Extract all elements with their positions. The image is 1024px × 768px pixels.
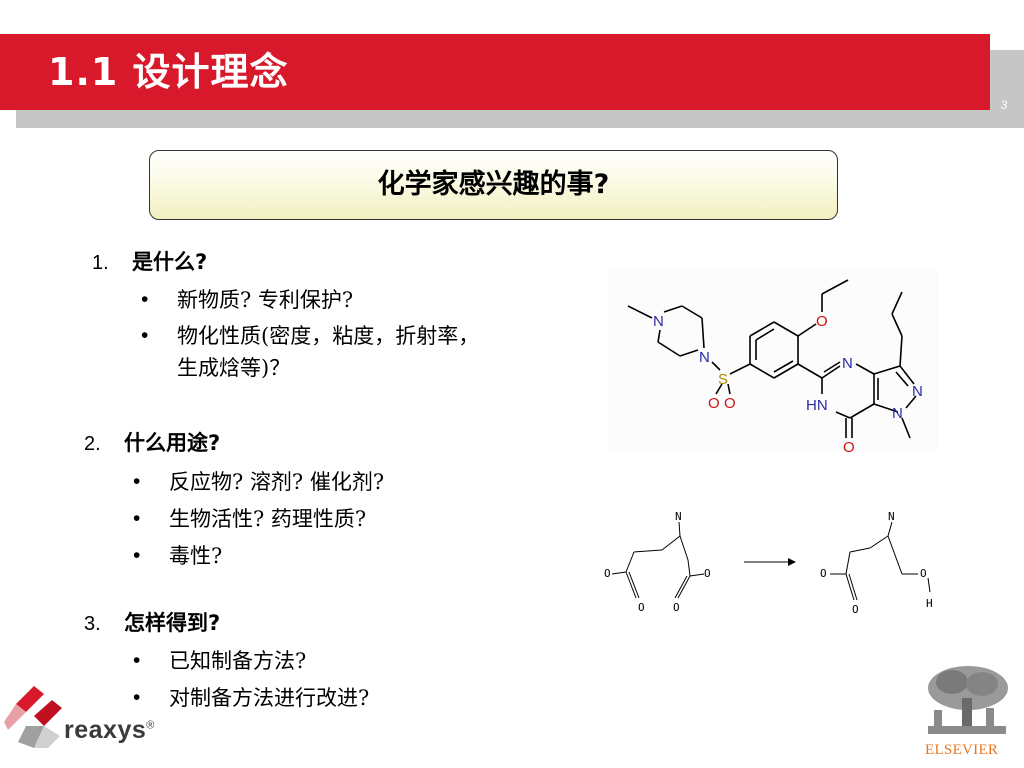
bullet-icon: • — [141, 324, 149, 347]
svg-text:O: O — [816, 313, 828, 330]
svg-text:O: O — [673, 601, 680, 614]
question-box-text: 化学家感兴趣的事? — [377, 169, 610, 200]
reaction-bonds — [611, 521, 931, 601]
svg-text:O: O — [704, 567, 711, 580]
svg-text:S: S — [718, 371, 728, 388]
list-item: •反应物? 溶剂? 催化剂? — [133, 466, 384, 498]
reaction-atom-labels: N O O O O N O O O H — [604, 510, 933, 616]
svg-text:O: O — [920, 567, 927, 580]
bullet-icon: • — [133, 507, 141, 530]
reaction-arrow-icon — [788, 558, 796, 566]
slide-title: 1.1 设计理念 — [48, 50, 289, 94]
section-2-number: 2. — [84, 433, 101, 455]
svg-text:O: O — [708, 395, 720, 412]
section-3-heading: 3. 怎样得到? — [84, 609, 220, 638]
section-1-title: 是什么? — [132, 250, 208, 274]
reaxys-wordmark: reaxys® — [64, 716, 155, 744]
list-item: •毒性? — [133, 540, 222, 572]
list-item: •物化性质(密度，粘度，折射率， — [141, 320, 479, 352]
bullet-icon: • — [133, 470, 141, 493]
svg-text:N: N — [892, 405, 903, 422]
elsevier-wordmark: ELSEVIER — [925, 742, 999, 758]
svg-text:H: H — [926, 597, 933, 610]
svg-text:N: N — [675, 510, 682, 523]
svg-text:O: O — [843, 439, 855, 456]
section-2-heading: 2. 什么用途? — [84, 429, 220, 458]
svg-text:O: O — [724, 395, 736, 412]
reaxys-logo-icon — [4, 686, 62, 748]
section-3-number: 3. — [84, 613, 101, 635]
section-3-title: 怎样得到? — [124, 611, 221, 635]
svg-text:N: N — [842, 355, 853, 372]
molecule-structure-diagram: N N S O O O N HN O N N — [608, 270, 938, 456]
header-bar — [0, 34, 990, 110]
section-2-title: 什么用途? — [124, 431, 221, 455]
elsevier-tree-icon — [922, 662, 1012, 740]
svg-text:O: O — [852, 603, 859, 616]
bullet-icon: • — [133, 544, 141, 567]
reaction-scheme-diagram: N O O O O N O O O H — [604, 510, 933, 616]
section-1-number: 1. — [92, 252, 109, 274]
molecule-bonds — [627, 279, 917, 439]
svg-text:O: O — [604, 567, 611, 580]
svg-text:N: N — [653, 313, 664, 330]
molecule-atom-labels: N N S O O O N HN O N N — [653, 313, 923, 456]
svg-text:N: N — [699, 349, 710, 366]
list-item: •对制备方法进行改进? — [133, 682, 369, 714]
bullet-icon: • — [133, 649, 141, 672]
svg-text:N: N — [888, 510, 895, 523]
list-item: •生物活性? 药理性质? — [133, 503, 366, 535]
bullet-icon: • — [141, 288, 149, 311]
page-number: 3 — [1000, 98, 1008, 112]
svg-text:N: N — [912, 383, 923, 400]
list-item: •已知制备方法? — [133, 645, 306, 677]
svg-text:O: O — [638, 601, 645, 614]
svg-text:O: O — [820, 567, 827, 580]
svg-text:HN: HN — [806, 397, 828, 414]
bullet-icon: • — [133, 686, 141, 709]
list-item-continuation: 生成焓等)？ — [177, 356, 291, 380]
section-1-heading: 1. 是什么? — [92, 248, 207, 277]
list-item: •新物质? 专利保护? — [141, 284, 353, 316]
molecule-background — [608, 270, 938, 452]
question-box: 化学家感兴趣的事? — [149, 150, 838, 220]
